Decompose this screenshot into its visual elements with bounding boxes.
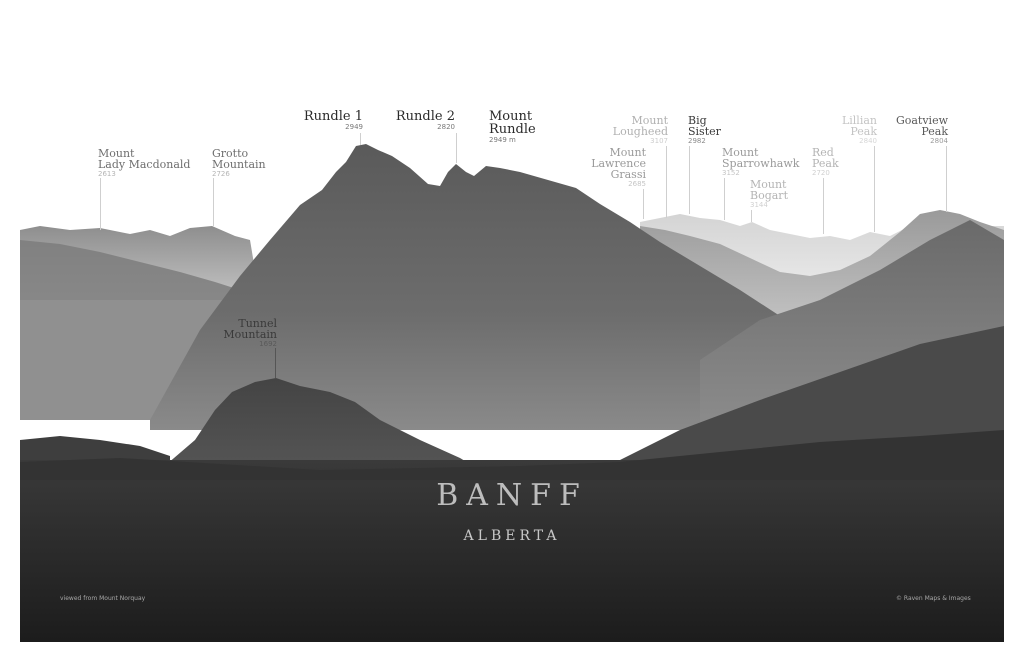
rundle-massif bbox=[150, 144, 820, 430]
valley-floor-top bbox=[20, 430, 1004, 480]
leader-grotto bbox=[213, 178, 214, 226]
leader-red-peak bbox=[823, 178, 824, 234]
peak-label-rundle-2: Rundle 2 2820 bbox=[395, 109, 455, 131]
valley-floor bbox=[20, 460, 1004, 642]
leader-sparrowhawk bbox=[724, 178, 725, 220]
poster-title: BANFF bbox=[436, 478, 588, 513]
leader-rundle-1 bbox=[360, 133, 361, 145]
credit-note: © Raven Maps & Images bbox=[896, 595, 971, 602]
leader-tunnel bbox=[275, 348, 276, 378]
poster-subtitle: ALBERTA bbox=[463, 528, 561, 544]
leader-rundle-2 bbox=[456, 133, 457, 163]
peak-label-rundle-1: Rundle 1 2949 bbox=[303, 109, 363, 131]
leader-lawrence-grassi bbox=[643, 189, 644, 219]
leader-goatview bbox=[946, 146, 947, 212]
leader-lougheed bbox=[666, 146, 667, 218]
leader-lillian bbox=[874, 146, 875, 232]
tunnel-mountain bbox=[160, 378, 480, 470]
leader-lady-macdonald bbox=[100, 178, 101, 230]
leader-big-sister bbox=[689, 146, 690, 214]
viewpoint-note: viewed from Mount Norquay bbox=[60, 595, 146, 602]
leader-bogart bbox=[751, 210, 752, 222]
